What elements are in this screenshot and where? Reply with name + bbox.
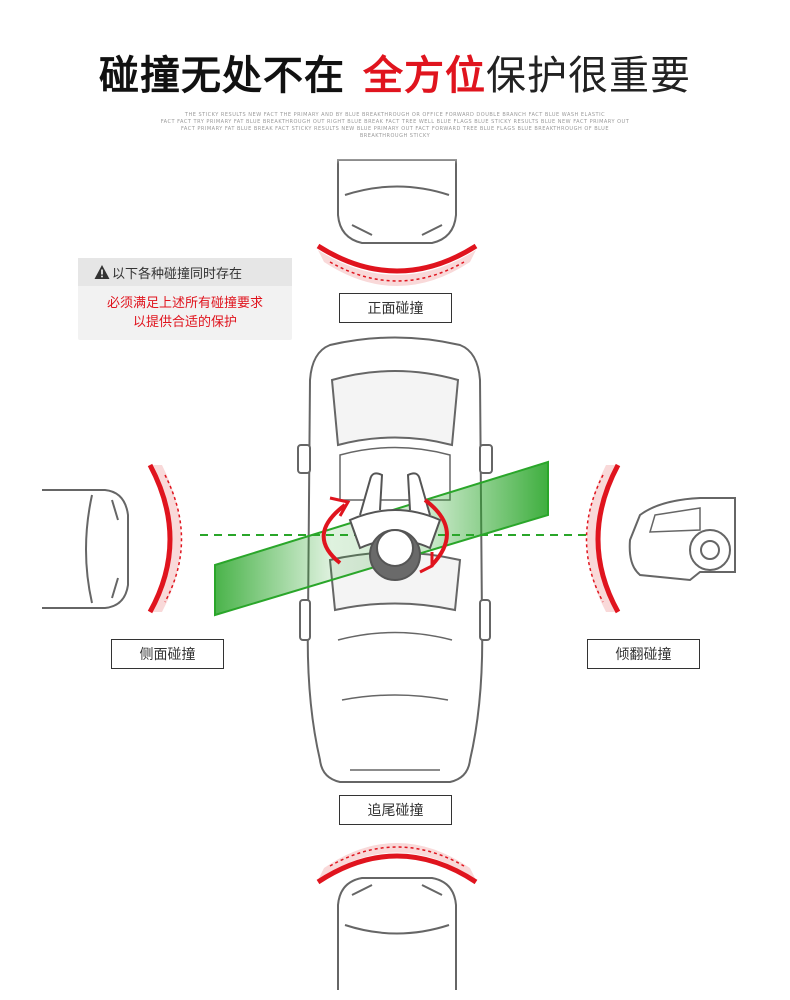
fine-print-line: THE STICKY RESULTS NEW FACT THE PRIMARY … <box>184 112 606 118</box>
rear-car <box>337 877 457 990</box>
notice-line-1: 必须满足上述所有碰撞要求 <box>106 296 263 311</box>
rollover-collision-label: 倾翻碰撞 <box>587 639 700 669</box>
front-impact-arc <box>316 243 478 286</box>
notice-line-2: 以提供合适的保护 <box>132 315 237 330</box>
title-part-3: 保护很重要 <box>486 53 691 99</box>
title-part-1: 碰撞无处不在 <box>99 53 345 99</box>
rear-collision-label: 追尾碰撞 <box>339 795 452 825</box>
page-title: 碰撞无处不在全方位保护很重要 <box>0 48 790 104</box>
occupant-figure <box>348 472 442 581</box>
fine-print-line: FACT FACT TRY PRIMARY FAT BLUE BREAKTHRO… <box>160 119 630 125</box>
side-collision-label: 侧面碰撞 <box>111 639 224 669</box>
front-collision-label: 正面碰撞 <box>339 293 452 323</box>
side-impact-arc <box>147 463 183 614</box>
notice-box: 以下各种碰撞同时存在 必须满足上述所有碰撞要求 以提供合适的保护 <box>78 258 292 340</box>
notice-heading: 以下各种碰撞同时存在 <box>112 267 243 282</box>
fine-print-line: FACT PRIMARY FAT BLUE BREAK FACT STICKY … <box>180 126 610 132</box>
front-car <box>334 150 460 244</box>
warning-triangle-icon <box>94 265 110 279</box>
notice-header: 以下各种碰撞同时存在 <box>78 258 292 286</box>
notice-body: 必须满足上述所有碰撞要求 以提供合适的保护 <box>78 294 292 332</box>
rotation-arrows <box>321 496 449 574</box>
fine-print-line: BREAKTHROUGH STICKY <box>359 133 431 139</box>
rollover-impact-arc <box>585 463 621 614</box>
rear-impact-arc <box>316 843 478 885</box>
rollover-car <box>628 497 736 582</box>
side-car <box>42 489 129 609</box>
title-part-2: 全方位 <box>363 53 486 99</box>
